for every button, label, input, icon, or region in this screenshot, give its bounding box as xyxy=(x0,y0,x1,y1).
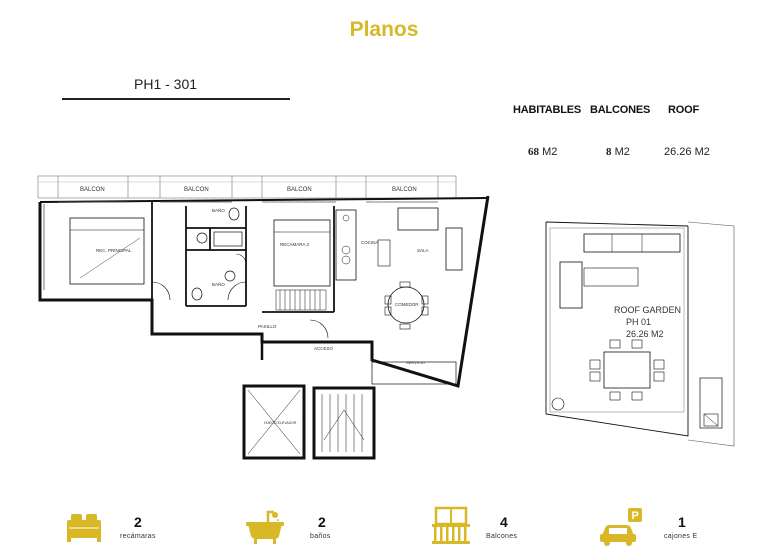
recamaras-count: 2 xyxy=(134,514,142,530)
cocina-label: COCINA xyxy=(361,240,379,245)
balcones-header: BALCONES xyxy=(590,104,651,116)
balcon-label-4: BALCON xyxy=(392,187,417,193)
roof-garden-area: 26.26 M2 xyxy=(626,329,664,339)
roof-garden-title: ROOF GARDEN xyxy=(614,305,681,315)
cajones-label: cajones E xyxy=(664,533,698,540)
habitables-value: 68 M2 xyxy=(528,146,558,158)
svg-text:P: P xyxy=(632,510,639,522)
cajones-count: 1 xyxy=(678,514,686,530)
plan-labels: BALCON BALCON BALCON BALCON REC. PRINCIP… xyxy=(80,187,681,425)
apartment-plan xyxy=(37,175,490,460)
comedor-label: COMEDOR xyxy=(395,302,419,307)
roof-garden-ph: PH 01 xyxy=(626,317,651,327)
banos-label: baños xyxy=(310,533,331,540)
elevador-label: HUECO ELEVADOR xyxy=(264,421,297,425)
unit-underline xyxy=(62,98,290,100)
balcones-label: Balcones xyxy=(486,533,518,540)
roof-value: 26.26 M2 xyxy=(664,146,710,158)
balcon-label-3: BALCON xyxy=(287,187,312,193)
habitables-header: HABITABLES xyxy=(513,104,582,116)
sala-label: SALA xyxy=(417,248,429,253)
page-title: Planos xyxy=(349,18,419,41)
bathtub-icon xyxy=(246,510,284,544)
roof-garden-plan xyxy=(545,221,735,447)
roof-header: ROOF xyxy=(668,104,699,116)
balcones-value: 8 M2 xyxy=(606,146,630,158)
rec-principal-label: REC. PRINCIPAL xyxy=(96,248,132,253)
balcon-label-1: BALCON xyxy=(80,187,105,193)
pasillo-label: PASILLO xyxy=(258,324,277,329)
car-parking-icon: P xyxy=(600,508,642,546)
bano-label-1: BAÑO xyxy=(212,207,225,213)
unit-name: PH1 - 301 xyxy=(134,76,198,92)
recamaras-label: recámaras xyxy=(120,533,156,540)
balcony-icon xyxy=(432,506,470,544)
balcon-label-2: BALCON xyxy=(184,187,209,193)
banos-count: 2 xyxy=(318,514,326,530)
servicio-label: SERVICIO xyxy=(406,360,425,365)
bano-label-2: BAÑO xyxy=(212,281,225,287)
acceso-label: ACCESO xyxy=(314,346,334,351)
balcones-count: 4 xyxy=(500,514,508,530)
bed-icon xyxy=(67,514,101,542)
recamara-2-label: RECAMARA 2 xyxy=(280,242,310,247)
